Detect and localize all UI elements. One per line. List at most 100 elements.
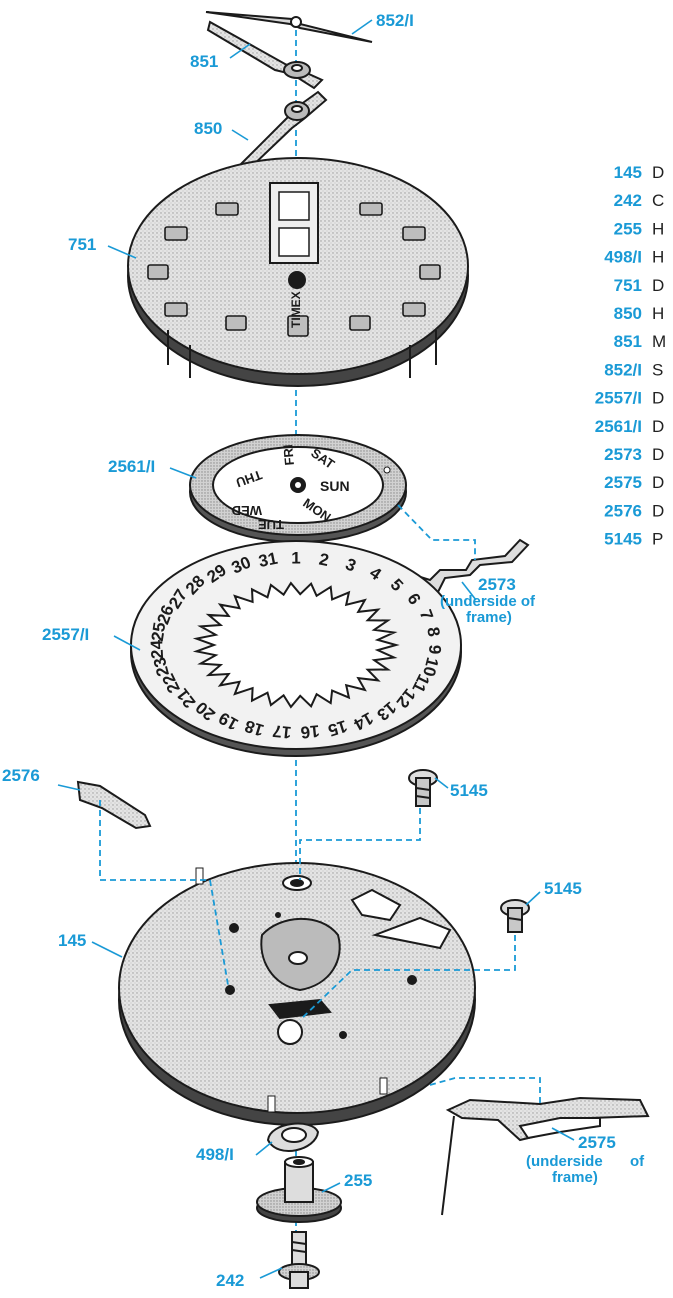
label-5145-right: 5145: [544, 879, 582, 898]
guide-2573: [397, 504, 476, 560]
hour-wheel-washer: [266, 1122, 320, 1152]
date-numeral: 23: [150, 655, 173, 678]
legend-part-number: 255: [614, 219, 642, 238]
label-850: 850: [194, 119, 222, 138]
label-145: 145: [58, 931, 86, 950]
legend-part-number: 751: [614, 276, 642, 295]
legend-part-number: 850: [614, 304, 642, 323]
legend-part-description: M: [652, 332, 666, 351]
minute-hand: [206, 20, 324, 90]
label-852-1: 852/I: [376, 11, 414, 30]
leader-850: [231, 129, 249, 141]
legend-part-description: H: [652, 304, 664, 323]
label-255: 255: [344, 1171, 372, 1190]
legend-part-number: 2573: [604, 445, 642, 464]
date-numeral: 16: [300, 721, 321, 742]
screw-top: [408, 769, 438, 807]
leader-145: [91, 941, 123, 958]
leader-2575: [551, 1127, 575, 1141]
day-tue: TUE: [258, 517, 284, 532]
date-numeral: 10: [419, 655, 442, 678]
day-wed: WED: [232, 503, 262, 518]
legend-part-description: D: [652, 501, 664, 520]
date-lever: [441, 1096, 650, 1216]
legend-part-number: 2557/I: [595, 389, 642, 408]
legend-part-number: 5145: [604, 530, 642, 549]
date-numeral: 25: [148, 621, 170, 643]
label-2573: 2573: [478, 575, 516, 594]
leader-2576: [57, 784, 81, 791]
legend-part-description: D: [652, 389, 664, 408]
date-numeral: 18: [243, 716, 267, 740]
legend-part-number: 2576: [604, 501, 642, 520]
legend-part-number: 852/I: [604, 360, 642, 379]
second-hand: [205, 11, 373, 43]
leader-5145-top: [434, 777, 449, 789]
cannon-pinion: [278, 1231, 320, 1289]
legend-part-description: D: [652, 445, 664, 464]
dial-brand: TIMEX: [289, 291, 303, 328]
label-2573-note2: frame): [466, 609, 512, 626]
hour-hand: [238, 90, 328, 172]
leader-242: [259, 1267, 283, 1279]
hour-wheel: [256, 1156, 342, 1223]
date-numeral: 8: [423, 626, 443, 638]
legend-part-description: H: [652, 248, 664, 267]
date-numeral: 24: [147, 639, 167, 659]
dial: TIMEX: [127, 157, 469, 387]
label-851: 851: [190, 52, 218, 71]
screw-right: [500, 899, 530, 933]
guide-2576: [99, 800, 229, 986]
legend-part-number: 2561/I: [595, 417, 642, 436]
legend-part-description: D: [652, 276, 664, 295]
legend-part-description: D: [652, 163, 664, 182]
date-numeral: 9: [425, 644, 444, 654]
label-498-1: 498/I: [196, 1145, 234, 1164]
label-2561-1: 2561/I: [108, 457, 155, 476]
legend-part-number: 2575: [604, 473, 642, 492]
date-numeral: 17: [272, 721, 293, 742]
leader-2573: [461, 581, 477, 601]
leader-498: [255, 1141, 273, 1156]
legend-part-number: 498/I: [604, 248, 642, 267]
legend-part-description: C: [652, 191, 664, 210]
guide-2575: [429, 1077, 541, 1104]
date-numeral: 31: [257, 549, 279, 571]
label-2575-note-of: of: [630, 1153, 645, 1170]
day-sun: SUN: [320, 478, 350, 494]
leader-751: [107, 245, 137, 259]
legend-part-number: 145: [614, 163, 642, 182]
date-spring-left: [76, 780, 152, 830]
frame-plate: [118, 862, 476, 1126]
day-spring: [412, 538, 530, 594]
legend-part-number: 851: [614, 332, 642, 351]
date-numeral: 15: [326, 716, 350, 740]
day-wheel: SUN MON TUE WED THU FRI SAT: [189, 434, 407, 543]
leader-851: [229, 43, 251, 59]
leader-2557: [113, 635, 141, 651]
date-numeral: 1: [291, 548, 300, 567]
leader-5145-right: [525, 891, 541, 906]
label-2576: 2576: [2, 766, 40, 785]
guide-screw-top: [299, 808, 421, 880]
label-2557-1: 2557/I: [42, 625, 89, 644]
legend-part-number: 242: [614, 191, 642, 210]
legend-part-description: D: [652, 417, 664, 436]
legend-part-description: D: [652, 473, 664, 492]
label-2573-note: (underside of: [440, 593, 536, 610]
legend-part-description: S: [652, 360, 663, 379]
label-5145-top: 5145: [450, 781, 488, 800]
label-2575-note: (underside: [526, 1153, 603, 1170]
day-fri: FRI: [280, 444, 297, 466]
legend-part-description: P: [652, 530, 663, 549]
date-numeral: 2: [317, 550, 330, 571]
guide-screw-right: [299, 935, 516, 1021]
legend-part-description: H: [652, 219, 664, 238]
label-751: 751: [68, 235, 96, 254]
label-2575-note2: frame): [552, 1169, 598, 1186]
label-242: 242: [216, 1271, 244, 1290]
label-2575: 2575: [578, 1133, 616, 1152]
